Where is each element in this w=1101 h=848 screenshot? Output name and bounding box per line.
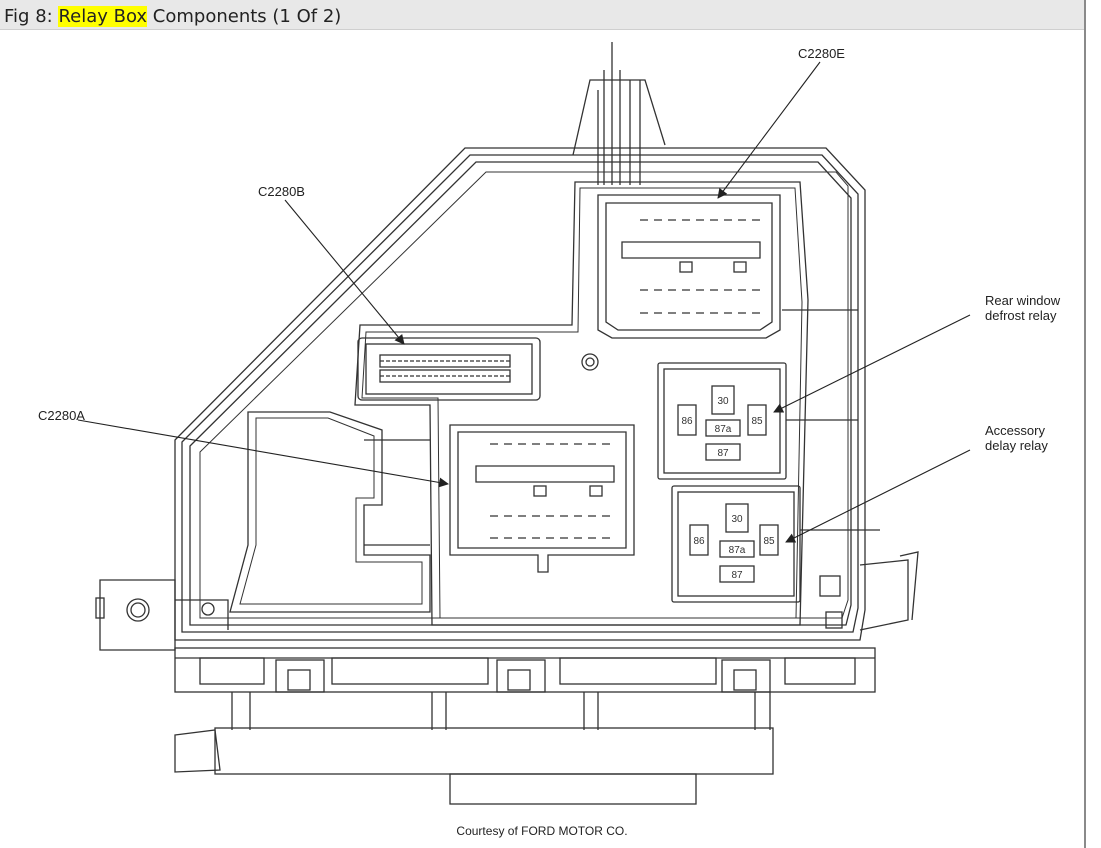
- label-c2280b: C2280B: [258, 184, 305, 199]
- label-acc-line1: Accessory: [985, 423, 1045, 438]
- label-rear-line2: defrost relay: [985, 308, 1057, 323]
- figure-title: Fig 8: Relay Box Components (1 Of 2): [4, 6, 341, 27]
- top-tab: [572, 79, 666, 156]
- rear-pin-87: 87: [717, 448, 729, 459]
- leader-accessory-delay: [785, 449, 971, 543]
- rear-pin-87a: 87a: [715, 424, 732, 435]
- connector-c2280b: [357, 337, 541, 401]
- figure-header: Fig 8: Relay Box Components (1 Of 2): [0, 0, 1084, 30]
- leader-c2280a: [77, 419, 449, 488]
- acc-pin-87a: 87a: [729, 545, 746, 556]
- acc-pin-87: 87: [731, 570, 743, 581]
- rear-pin-85: 85: [751, 416, 763, 427]
- acc-pin-86: 86: [693, 536, 705, 547]
- housing-outline: [174, 147, 866, 641]
- left-recess: [229, 411, 431, 613]
- bottom-block: [214, 727, 774, 775]
- rear-pin-30: 30: [717, 396, 729, 407]
- label-c2280a: C2280A: [38, 408, 85, 423]
- image-credit: Courtesy of FORD MOTOR CO.: [456, 824, 628, 838]
- figure-number: Fig 8:: [4, 6, 59, 27]
- leader-rear-defrost: [773, 314, 971, 413]
- left-bracket: [99, 579, 176, 651]
- leader-c2280b: [284, 199, 405, 345]
- page-right-border: [1084, 0, 1086, 848]
- acc-pin-85: 85: [763, 536, 775, 547]
- accessory-delay-relay: [671, 485, 801, 603]
- label-rear-line1: Rear window: [985, 293, 1061, 308]
- inner-panel: [354, 181, 809, 626]
- label-acc-line2: delay relay: [985, 438, 1048, 453]
- connector-c2280a: [449, 424, 635, 573]
- title-rest: Components (1 Of 2): [147, 6, 342, 27]
- acc-pin-30: 30: [731, 514, 743, 525]
- rear-window-defrost-relay: [657, 362, 787, 480]
- title-highlight: Relay Box: [58, 6, 148, 27]
- relay-box-diagram: C2280E C2280B C2280A Rear window defrost…: [38, 42, 1061, 805]
- connector-c2280e: [597, 194, 781, 339]
- leader-c2280e: [717, 61, 821, 199]
- label-c2280e: C2280E: [798, 46, 845, 61]
- rear-pin-86: 86: [681, 416, 693, 427]
